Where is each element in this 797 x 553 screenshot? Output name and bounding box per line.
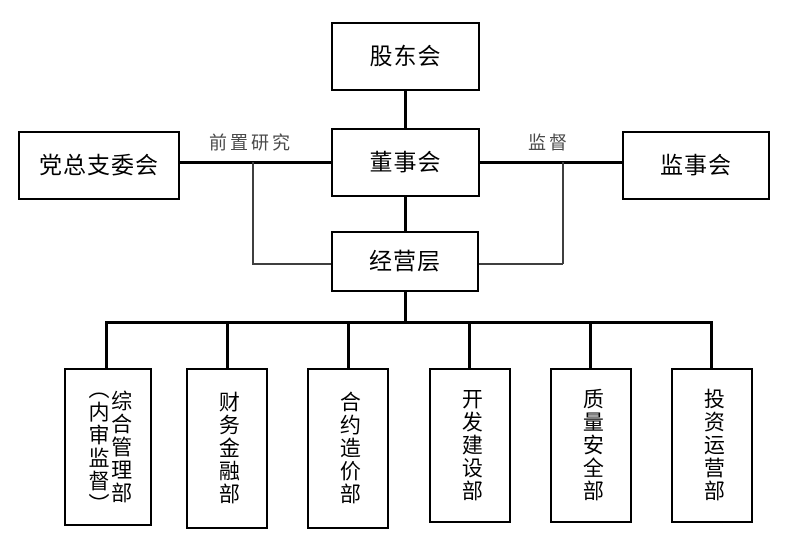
drop-line-department-3 [347, 321, 350, 368]
node-department-3[interactable]: 合约造价部 [307, 368, 389, 529]
node-department-1-label: 综合管理部（内审监督） [86, 378, 132, 516]
connector-board-to-management [404, 197, 407, 231]
drop-line-department-1 [105, 321, 108, 368]
node-department-6[interactable]: 投资运营部 [671, 368, 753, 523]
bracket-right-horizontal [478, 263, 563, 265]
node-department-5-label: 质量安全部 [580, 388, 604, 503]
node-department-4[interactable]: 开发建设部 [429, 368, 511, 523]
node-management[interactable]: 经营层 [331, 231, 479, 292]
node-department-2[interactable]: 财务金融部 [186, 368, 268, 529]
edge-label-supervision: 监督 [528, 133, 570, 153]
node-board-of-supervisors-label: 监事会 [660, 152, 732, 179]
node-board-of-directors[interactable]: 董事会 [331, 128, 480, 197]
bracket-right-vertical [562, 162, 564, 264]
node-department-2-label: 财务金融部 [216, 391, 240, 506]
bracket-left-vertical [252, 162, 254, 264]
node-department-3-label: 合约造价部 [337, 391, 361, 506]
node-department-1[interactable]: 综合管理部（内审监督） [64, 368, 152, 526]
connector-shareholders-to-board [404, 91, 407, 129]
node-department-4-label: 开发建设部 [459, 388, 483, 503]
connector-party-branch-to-board [180, 161, 331, 164]
node-party-branch[interactable]: 党总支委会 [18, 131, 180, 200]
drop-line-department-6 [710, 321, 713, 368]
node-department-6-label: 投资运营部 [701, 388, 725, 503]
edge-label-pre-research: 前置研究 [209, 133, 293, 153]
department-bus [105, 321, 712, 324]
bracket-left-horizontal [252, 263, 332, 265]
node-shareholders-label: 股东会 [369, 43, 442, 70]
node-management-label: 经营层 [369, 248, 441, 275]
node-department-5[interactable]: 质量安全部 [550, 368, 632, 523]
node-board-of-supervisors[interactable]: 监事会 [622, 131, 770, 200]
connector-management-to-bus [404, 292, 407, 323]
drop-line-department-2 [226, 321, 229, 368]
drop-line-department-4 [468, 321, 471, 368]
connector-board-to-supervisors [480, 161, 622, 164]
node-shareholders[interactable]: 股东会 [331, 22, 480, 91]
node-board-of-directors-label: 董事会 [369, 149, 442, 176]
node-party-branch-label: 党总支委会 [39, 152, 159, 179]
drop-line-department-5 [589, 321, 592, 368]
